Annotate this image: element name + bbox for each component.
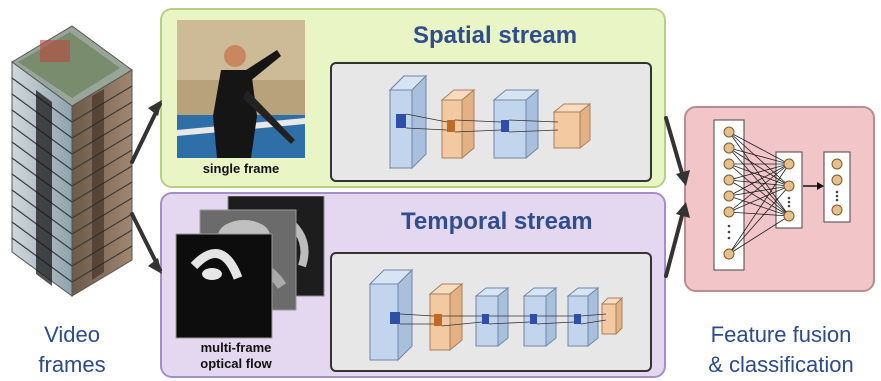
single-frame-caption: single frame bbox=[202, 161, 280, 176]
temporal-conv-layer-2 bbox=[474, 286, 510, 348]
spatial-cnn-layers bbox=[388, 74, 592, 170]
multi-frame-caption-line2: optical flow bbox=[200, 356, 272, 371]
temporal-stream-title: Temporal stream bbox=[401, 208, 593, 235]
spatial-cnn-box bbox=[330, 62, 652, 182]
temporal-pool-layer-1 bbox=[428, 282, 464, 352]
video-frames-stack bbox=[11, 25, 133, 297]
video-frames-label-line2: frames bbox=[38, 352, 106, 377]
spatial-pool-layer-2 bbox=[552, 102, 592, 150]
fusion-label-line1: Feature fusion bbox=[710, 322, 852, 347]
spatial-conv-layer-2 bbox=[492, 88, 540, 160]
temporal-cnn-layers bbox=[368, 268, 624, 362]
spatial-pool-layer-1 bbox=[440, 88, 476, 160]
arrow-spatial-to-fusion bbox=[664, 116, 686, 182]
video-frames-label-line1: Video bbox=[44, 322, 100, 347]
fusion-network bbox=[713, 119, 851, 271]
optical-flow-images bbox=[175, 196, 325, 339]
single-frame-image bbox=[177, 20, 305, 158]
temporal-pool-layer-2 bbox=[600, 296, 624, 336]
multi-frame-caption-line1: multi-frame bbox=[200, 340, 272, 355]
spatial-stream-title: Spatial stream bbox=[413, 22, 578, 49]
fusion-label-line2: & classification bbox=[708, 352, 854, 377]
temporal-conv-layer-3 bbox=[522, 286, 558, 348]
temporal-conv-layer-1 bbox=[368, 268, 414, 362]
temporal-conv-layer-4 bbox=[566, 286, 600, 348]
arrow-temporal-to-fusion bbox=[664, 206, 686, 278]
spatial-conv-layer-1 bbox=[388, 74, 428, 170]
